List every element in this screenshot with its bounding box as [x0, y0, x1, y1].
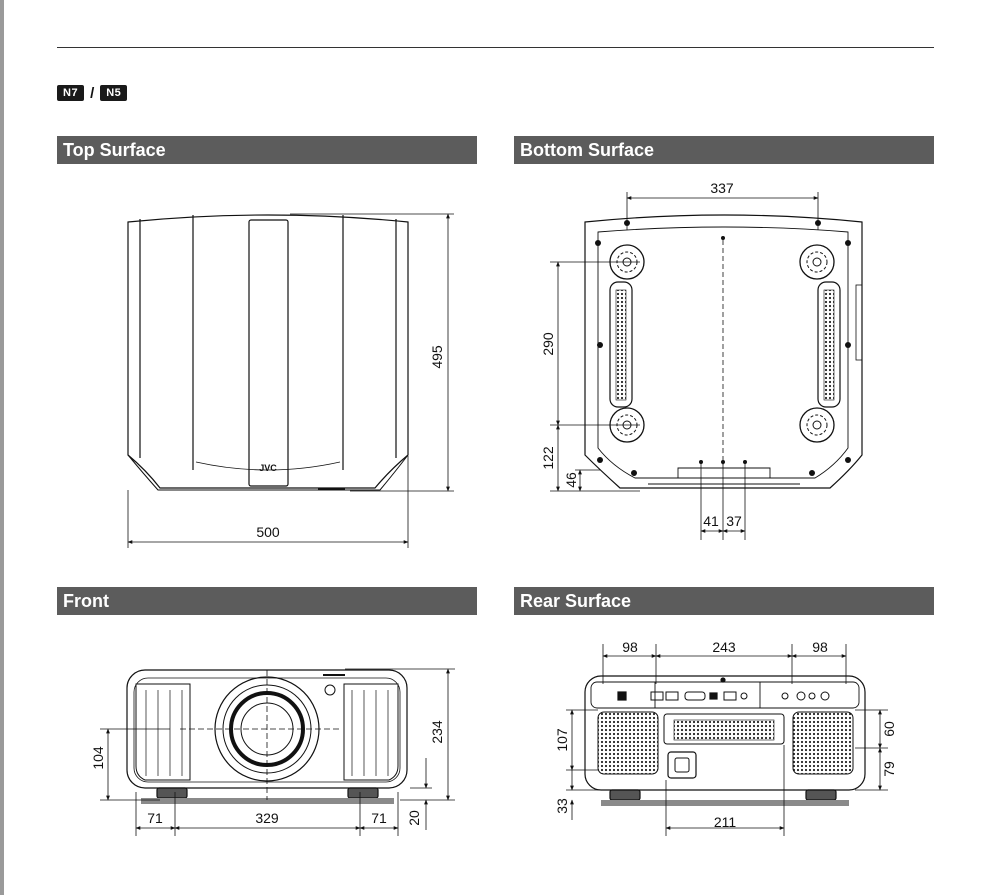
- bottom-screws: [595, 220, 851, 476]
- dim-rear-lower-right: 79: [881, 761, 897, 777]
- dim-bottom-small-offset: 46: [563, 472, 579, 488]
- bottom-dim-lines: [550, 192, 819, 540]
- brand-logo: JVC: [259, 463, 277, 473]
- dim-bottom-front-to-foot: 122: [540, 446, 556, 470]
- bottom-surface-drawing: [584, 214, 863, 489]
- bottom-feet: [609, 244, 835, 443]
- dim-top-depth: 495: [429, 345, 445, 369]
- model-tag-n7: N7: [57, 85, 85, 101]
- top-surface-drawing: [127, 214, 409, 491]
- page-edge-bar: [0, 0, 4, 895]
- rear-dim-lines: [566, 644, 888, 836]
- dim-rear-left-section: 98: [622, 639, 638, 655]
- dim-bottom-right-offset: 37: [726, 513, 742, 529]
- section-front: Front: [57, 587, 477, 615]
- dim-rear-upper-right: 60: [881, 721, 897, 737]
- dim-rear-right-section: 98: [812, 639, 828, 655]
- top-dim-lines: [127, 213, 454, 548]
- top-rule: [57, 47, 934, 48]
- model-separator: /: [90, 84, 95, 102]
- dim-front-height: 234: [429, 720, 445, 744]
- dim-front-left-margin: 71: [147, 810, 163, 826]
- section-top-surface: Top Surface: [57, 136, 477, 164]
- dim-front-right-margin: 71: [371, 810, 387, 826]
- dim-front-foot-height: 20: [406, 810, 422, 826]
- dim-bottom-left-offset: 41: [703, 513, 719, 529]
- dim-front-lens-center-height: 104: [90, 746, 106, 770]
- dim-rear-left-height: 107: [554, 728, 570, 752]
- dim-rear-foot-height: 33: [554, 798, 570, 814]
- dim-bottom-foot-span-y: 290: [540, 332, 556, 356]
- dim-front-center-span: 329: [255, 810, 279, 826]
- dim-rear-bottom-span: 211: [714, 814, 737, 830]
- model-tag-n5: N5: [100, 85, 128, 101]
- dim-bottom-foot-span-x: 337: [710, 180, 734, 196]
- section-bottom-surface: Bottom Surface: [514, 136, 934, 164]
- section-rear-surface: Rear Surface: [514, 587, 934, 615]
- front-dim-lines: [100, 668, 455, 836]
- dim-rear-center-section: 243: [712, 639, 736, 655]
- model-tags: N7 / N5: [57, 84, 128, 102]
- dim-top-width: 500: [256, 524, 280, 540]
- rear-drawing: [584, 675, 866, 806]
